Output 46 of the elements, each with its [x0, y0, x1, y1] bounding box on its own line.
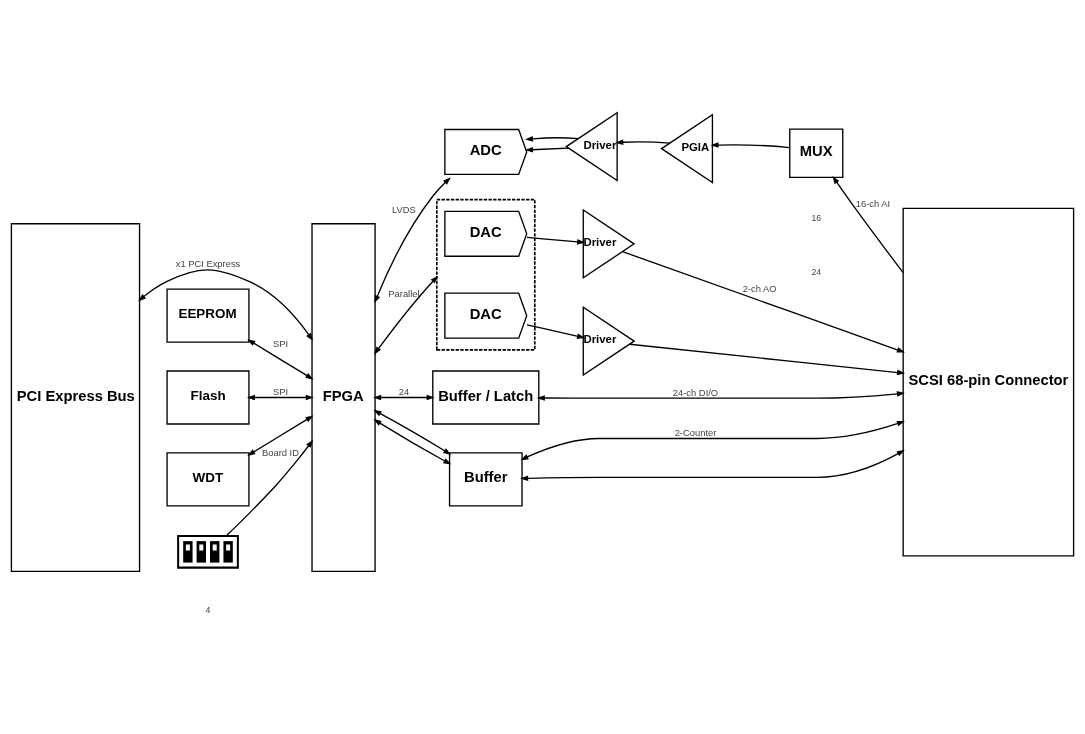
- edge-label: Board ID: [261, 446, 299, 458]
- node-box: WDT: [166, 451, 250, 507]
- node-box: MUX: [789, 127, 844, 178]
- edge-label: 24: [398, 385, 410, 397]
- edge-label: SPI: [272, 385, 289, 397]
- node-box: Flash: [166, 369, 250, 425]
- edge-label: 16-ch AI: [855, 197, 891, 209]
- edge-label: Parallel: [388, 287, 420, 299]
- arrow: [374, 275, 439, 355]
- node-box: PCI Express Bus: [10, 222, 141, 572]
- cluster: [436, 198, 536, 351]
- arrow: [536, 390, 905, 401]
- node-box: Buffer / Latch: [432, 369, 540, 425]
- node-box: Buffer: [448, 451, 523, 507]
- arrow: [832, 175, 904, 273]
- edge-label: SPI: [272, 337, 289, 349]
- arrow: [246, 394, 314, 400]
- arrow: [710, 141, 791, 148]
- arrow: [628, 343, 906, 375]
- edge-label: LVDS: [392, 203, 416, 215]
- arrow: [526, 236, 586, 245]
- arrow: [621, 250, 905, 352]
- node-box: EEPROM: [166, 288, 250, 343]
- arrow: [226, 439, 314, 536]
- edge-label: 2-ch AO: [742, 282, 777, 294]
- arrow: [524, 146, 570, 153]
- arrow: [615, 138, 671, 145]
- label: 16: [811, 212, 822, 223]
- arrow: [138, 268, 314, 341]
- arrow: [374, 176, 451, 303]
- node-box: SCSI 68-pin Connector: [902, 207, 1075, 557]
- arrow: [373, 394, 435, 400]
- arrow: [373, 418, 452, 465]
- edge-label: 2-Counter: [674, 426, 717, 438]
- arrow: [520, 420, 905, 460]
- arrow: [520, 449, 905, 481]
- edge-label: 24-ch DI/O: [672, 386, 719, 398]
- arrow: [524, 135, 579, 142]
- edge-label: x1 PCI Express: [175, 257, 241, 269]
- label: 24: [811, 266, 822, 277]
- node-box: FPGA: [311, 222, 376, 572]
- label: 4: [205, 604, 211, 615]
- arrow: [373, 409, 452, 455]
- arrow: [247, 414, 314, 456]
- arrow: [247, 338, 314, 380]
- arrow: [526, 323, 586, 339]
